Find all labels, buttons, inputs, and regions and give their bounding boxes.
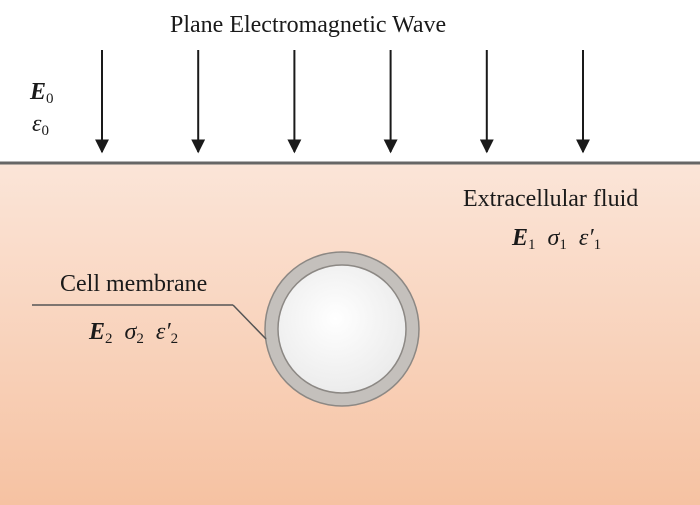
incident-permittivity-label: ε0: [32, 111, 49, 139]
cell-membrane-label: Cell membrane: [60, 271, 208, 297]
incident-field-label: E0: [30, 79, 54, 107]
cell-interior: [277, 264, 407, 394]
membrane-leader-line: [232, 304, 267, 340]
wave-title: Plane Electromagnetic Wave: [170, 12, 447, 38]
extracellular-fluid-label: Extracellular fluid: [463, 186, 639, 212]
incident-wave-arrows: [95, 50, 590, 154]
